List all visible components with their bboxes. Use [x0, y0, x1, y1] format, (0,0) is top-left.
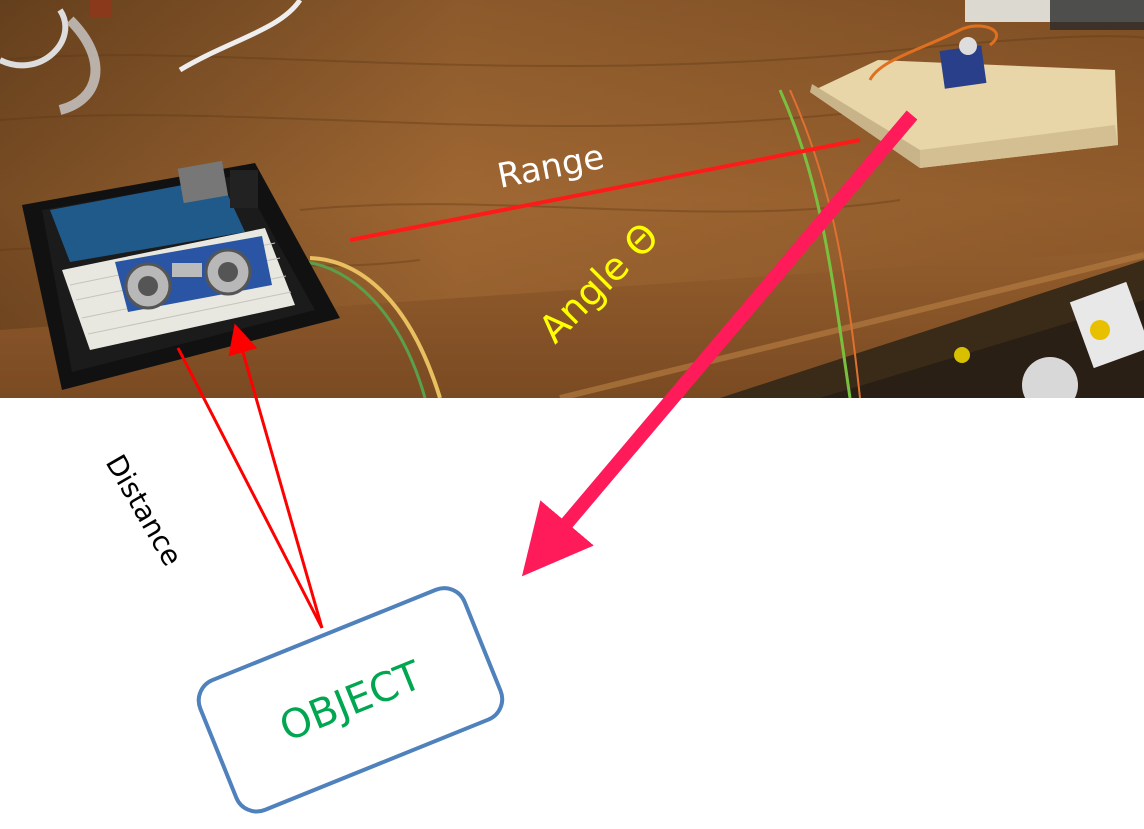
- theta-symbol: Θ: [615, 214, 667, 266]
- distance-arrow-return: [228, 323, 324, 629]
- angle-arrow: [521, 110, 918, 577]
- wires: [0, 0, 861, 398]
- desk-photo: [0, 0, 1144, 398]
- angle-label: AngleΘ: [530, 214, 667, 351]
- distance-label: Distance: [99, 449, 189, 572]
- servo-motor: [868, 24, 999, 89]
- object-box: OBJECT: [196, 586, 505, 814]
- range-label: Range: [494, 137, 607, 197]
- range-line: [349, 138, 861, 242]
- ultrasonic-sensor: [115, 236, 272, 312]
- distance-arrow-outgoing: [176, 347, 324, 629]
- wires: [954, 281, 1144, 398]
